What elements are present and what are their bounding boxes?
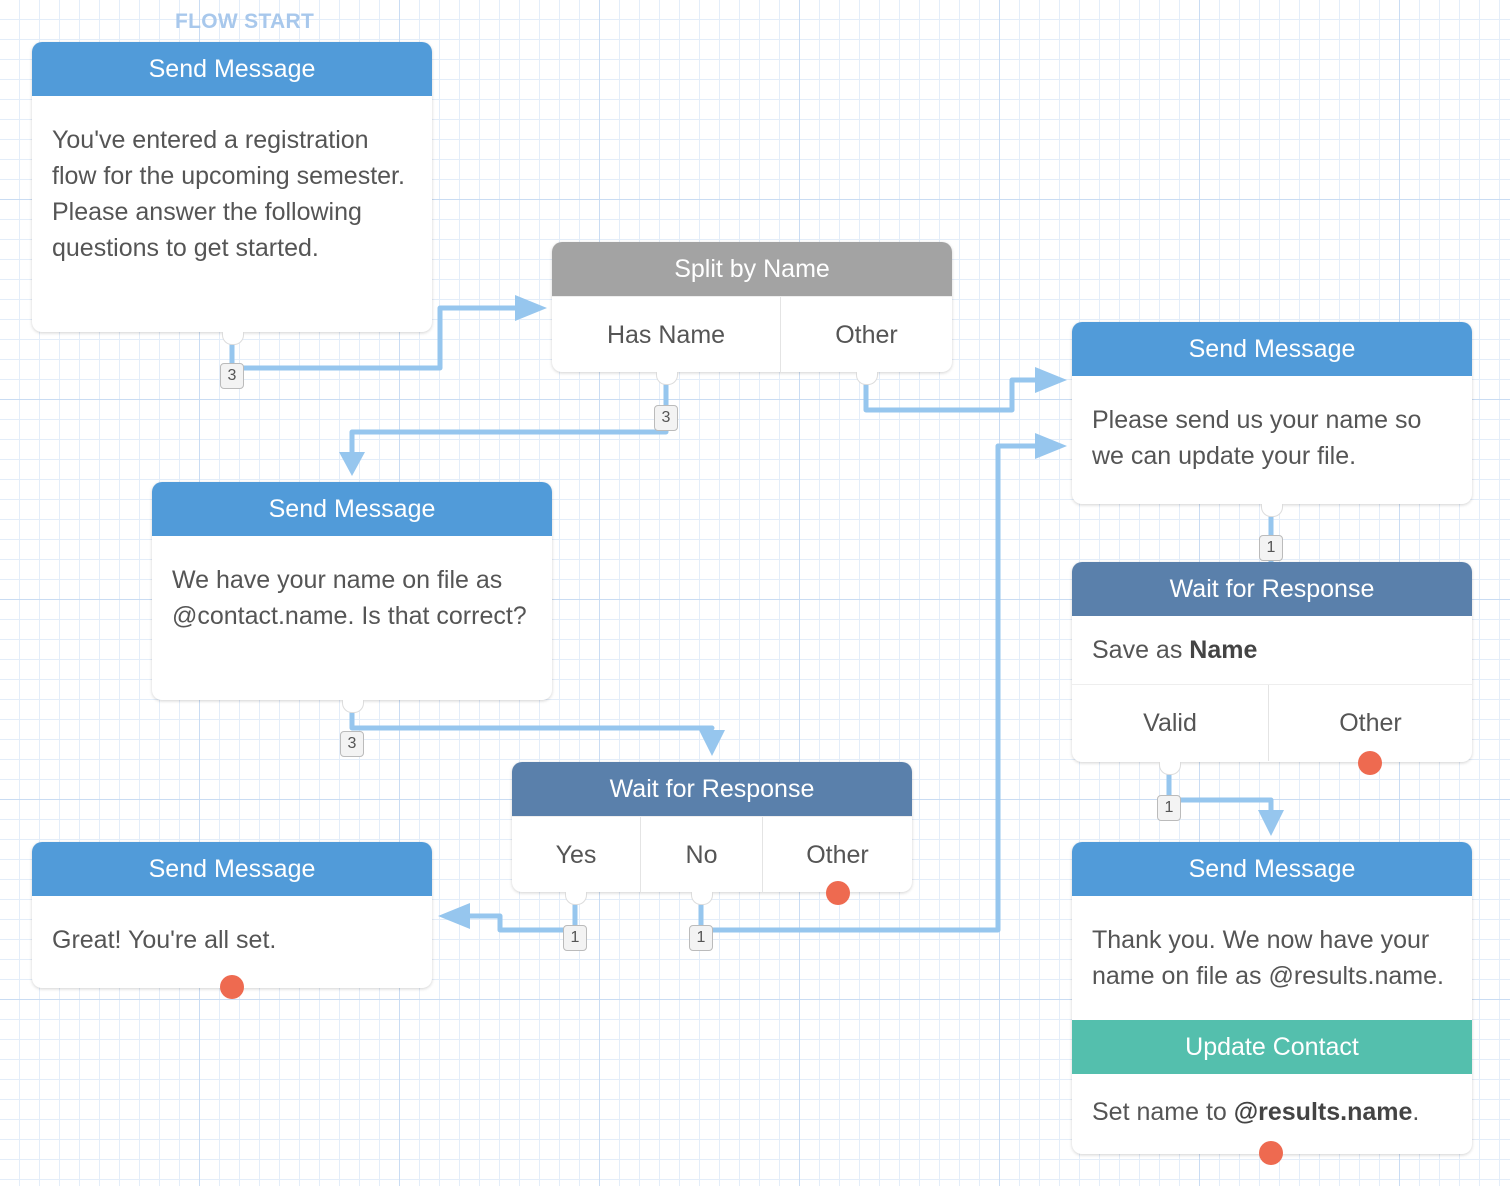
update-contact-prefix: Set name to xyxy=(1092,1098,1227,1126)
arrow-into-split xyxy=(515,295,547,321)
exit-count-badge: 3 xyxy=(654,405,678,431)
unconnected-exit-dot[interactable] xyxy=(826,881,850,905)
exit-other[interactable]: Other xyxy=(762,817,912,893)
exit-connector[interactable] xyxy=(565,892,587,905)
exit-connector[interactable] xyxy=(342,700,364,713)
node-split-by-name[interactable]: Split by Name Has Name Other xyxy=(552,242,952,385)
unconnected-exit-dot[interactable] xyxy=(1259,1141,1283,1165)
node-title: Wait for Response xyxy=(512,762,912,816)
exit-connector[interactable] xyxy=(1261,504,1283,517)
exit-connector[interactable] xyxy=(1159,762,1181,775)
exit-connector[interactable] xyxy=(856,372,878,385)
arrow-into-askname-bottom xyxy=(1035,433,1067,459)
wire-valid-to-thanks xyxy=(1166,769,1274,813)
update-contact-text: Set name to @results.name. xyxy=(1072,1074,1472,1150)
node-wait-for-response-name[interactable]: Wait for Response Save as Name Valid Oth… xyxy=(1072,562,1472,775)
exit-other[interactable]: Other xyxy=(780,297,952,373)
exit-count-badge: 3 xyxy=(220,363,244,389)
arrow-into-confirm xyxy=(339,452,365,476)
node-title: Send Message xyxy=(1072,322,1472,376)
wire-yes-to-done xyxy=(467,899,578,933)
exit-count-badge: 1 xyxy=(1259,535,1283,561)
node-title: Split by Name xyxy=(552,242,952,296)
exit-connector[interactable] xyxy=(656,372,678,385)
exit-valid[interactable]: Valid xyxy=(1143,709,1197,737)
arrow-into-wait xyxy=(699,730,725,756)
message-text: Thank you. We now have your name on file… xyxy=(1092,926,1444,990)
exit-count-badge: 1 xyxy=(1157,795,1181,821)
exit-count-badge: 1 xyxy=(689,925,713,951)
node-send-message-intro[interactable]: Send Message You've entered a registrati… xyxy=(32,42,432,345)
node-title: Send Message xyxy=(32,42,432,96)
node-send-message-ask-name[interactable]: Send Message Please send us your name so… xyxy=(1072,322,1472,517)
node-send-message-thanks[interactable]: Send Message Thank you. We now have your… xyxy=(1072,842,1472,1154)
message-text: Great! You're all set. xyxy=(52,926,277,954)
node-send-message-confirm[interactable]: Send Message We have your name on file a… xyxy=(152,482,552,713)
exit-list: Has Name Other xyxy=(552,296,952,373)
message-text: We have your name on file as @contact.na… xyxy=(172,566,527,630)
save-as-variable: Name xyxy=(1189,636,1258,664)
save-as-label: Save as xyxy=(1092,636,1183,664)
node-title: Send Message xyxy=(32,842,432,896)
update-contact-variable: @results.name xyxy=(1233,1098,1413,1126)
exit-list: Yes No Other xyxy=(512,816,912,893)
node-wait-for-response-confirm[interactable]: Wait for Response Yes No Other xyxy=(512,762,912,905)
unconnected-exit-dot[interactable] xyxy=(220,975,244,999)
exit-count-badge: 1 xyxy=(563,925,587,951)
update-contact-title: Update Contact xyxy=(1072,1020,1472,1074)
node-send-message-done[interactable]: Send Message Great! You're all set. xyxy=(32,842,432,988)
arrow-into-thanks xyxy=(1258,810,1284,836)
wire-split-hasname-to-confirm xyxy=(349,379,669,455)
node-title: Send Message xyxy=(1072,842,1472,896)
exit-connector[interactable] xyxy=(222,332,244,345)
exit-has-name[interactable]: Has Name xyxy=(606,321,726,349)
message-text: You've entered a registration flow for t… xyxy=(52,126,405,262)
exit-no[interactable]: No xyxy=(640,817,762,893)
flow-start-label: FLOW START xyxy=(175,10,315,33)
arrow-into-done xyxy=(438,903,470,929)
arrow-into-askname-top xyxy=(1035,367,1067,393)
save-as-row: Save as Name xyxy=(1072,616,1472,685)
exit-other[interactable]: Other xyxy=(1268,685,1472,761)
message-text: Please send us your name so we can updat… xyxy=(1092,406,1422,470)
node-title: Send Message xyxy=(152,482,552,536)
exit-count-badge: 3 xyxy=(340,731,364,757)
exit-connector[interactable] xyxy=(691,892,713,905)
unconnected-exit-dot[interactable] xyxy=(1358,751,1382,775)
wire-split-other-to-askname xyxy=(863,377,1038,413)
exit-yes[interactable]: Yes xyxy=(555,841,597,869)
node-title: Wait for Response xyxy=(1072,562,1472,616)
update-contact-suffix: . xyxy=(1412,1098,1420,1126)
exit-list: Valid Other xyxy=(1072,685,1472,761)
wire-confirm-to-wait xyxy=(349,705,715,731)
